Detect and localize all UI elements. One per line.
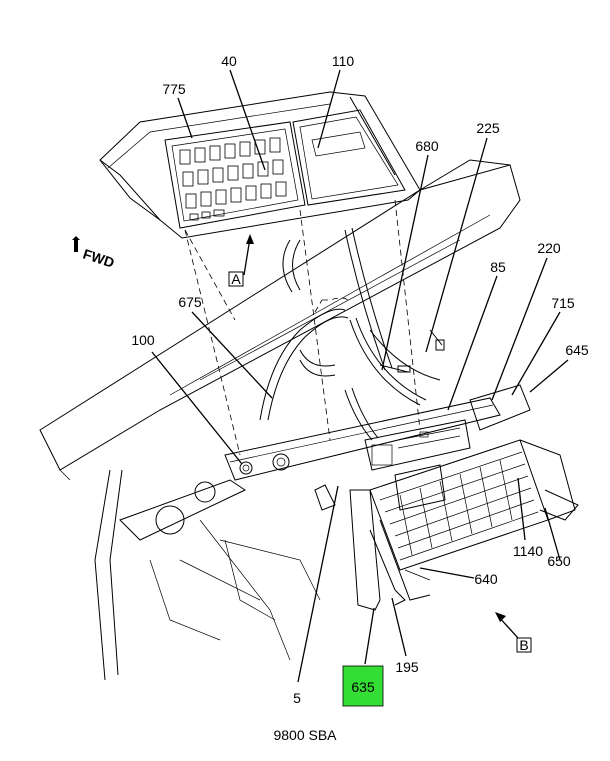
- footer-label: 9800 SBA: [273, 727, 337, 743]
- mounting-bracket: [119, 397, 501, 541]
- callout-650[interactable]: 650: [547, 553, 571, 569]
- gauge-panel: [292, 109, 406, 206]
- callout-40[interactable]: 40: [221, 53, 237, 69]
- fuse-block: [369, 439, 579, 571]
- callout-110[interactable]: 110: [332, 53, 355, 69]
- lower-bracket: [314, 484, 431, 611]
- arrow-up-icon: [246, 234, 254, 244]
- switch-panel: [164, 121, 306, 229]
- callouts: 40 110 775 225 680 220 85 715 645 675 10…: [131, 53, 589, 706]
- callout-675[interactable]: 675: [178, 294, 202, 310]
- projection-lines: [184, 199, 421, 456]
- dash-shell: [39, 91, 521, 481]
- side-wall: [94, 469, 321, 681]
- callout-635[interactable]: 635: [351, 679, 375, 695]
- highlight-box-635[interactable]: [342, 665, 384, 707]
- view-marker-b: B: [495, 612, 532, 653]
- fwd-label: FWD: [81, 246, 116, 271]
- callout-85[interactable]: 85: [490, 259, 506, 275]
- leader-lines: [151, 69, 569, 683]
- control-module: [364, 384, 531, 471]
- callout-225[interactable]: 225: [476, 120, 500, 136]
- callout-1140[interactable]: 1140: [513, 543, 543, 559]
- callout-680[interactable]: 680: [415, 138, 439, 154]
- view-label-b: B: [519, 637, 528, 653]
- fwd-indicator: FWD: [72, 236, 116, 271]
- callout-5[interactable]: 5: [293, 690, 301, 706]
- view-label-a: A: [231, 271, 241, 287]
- callout-100[interactable]: 100: [131, 332, 155, 348]
- arrow-diagonal-icon: [495, 612, 506, 622]
- callout-715[interactable]: 715: [551, 295, 575, 311]
- callout-220[interactable]: 220: [537, 240, 561, 256]
- callout-645[interactable]: 645: [565, 342, 589, 358]
- view-marker-a: A: [228, 234, 254, 287]
- wiring-harness: [259, 227, 445, 441]
- callout-195[interactable]: 195: [395, 659, 419, 675]
- switch-grid: [179, 137, 287, 221]
- callout-640[interactable]: 640: [474, 571, 498, 587]
- callout-775[interactable]: 775: [162, 81, 186, 97]
- fwd-arrow-icon: [72, 236, 80, 252]
